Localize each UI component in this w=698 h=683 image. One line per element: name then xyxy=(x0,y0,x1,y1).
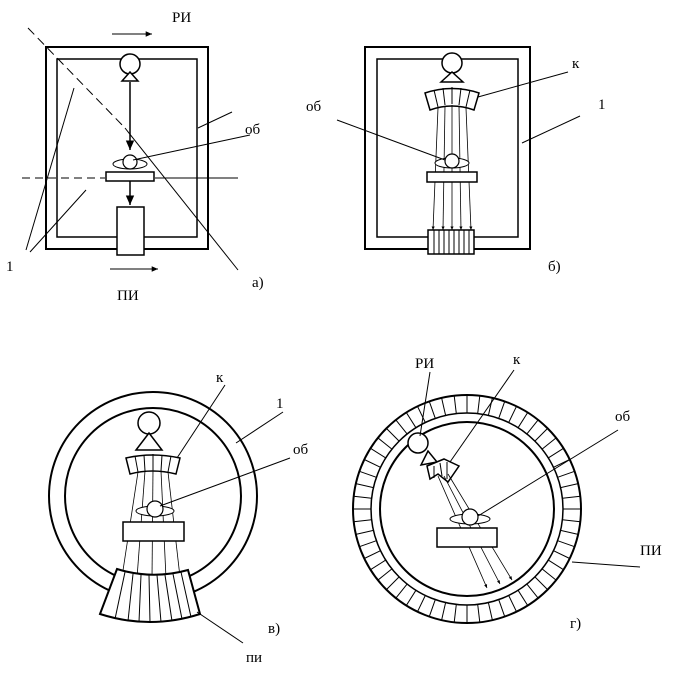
detector-segment xyxy=(364,459,381,468)
detector-segment xyxy=(557,470,575,478)
detector-segment xyxy=(395,419,408,435)
label-1: 1 xyxy=(6,259,14,275)
label-pi: ПИ xyxy=(117,288,139,304)
detector-segment xyxy=(441,397,447,416)
detector-segment xyxy=(557,540,575,548)
detector-segment xyxy=(377,568,393,581)
label-ob: об xyxy=(306,99,322,115)
detector-segment xyxy=(386,428,400,442)
detector-segment xyxy=(428,401,436,419)
detector-arc xyxy=(98,567,202,624)
object xyxy=(122,500,185,542)
object xyxy=(426,153,478,183)
x-ray-source xyxy=(119,53,141,82)
label-k: к xyxy=(572,56,580,72)
detector-segment xyxy=(548,447,564,459)
label-rp: РИ xyxy=(172,10,191,26)
label-rp: РИ xyxy=(415,356,434,372)
x-ray-source xyxy=(439,52,465,83)
x-ray-source xyxy=(407,432,439,467)
detector-segment xyxy=(386,576,400,590)
panel-b: к об 1 б) xyxy=(306,46,606,275)
label-k: к xyxy=(513,352,521,368)
detector xyxy=(116,206,145,256)
label-pi: ПИ xyxy=(640,543,662,559)
detector-segment xyxy=(487,397,493,416)
detector-segment xyxy=(562,495,581,499)
caption-a: а) xyxy=(252,275,264,291)
detector-segment xyxy=(417,406,426,423)
detector-segment xyxy=(355,483,374,489)
detector-segment xyxy=(526,419,539,435)
detector-segment xyxy=(548,559,564,571)
object xyxy=(105,154,155,182)
detector-segment xyxy=(487,602,493,621)
detector-segment xyxy=(428,599,436,617)
detector-segment xyxy=(370,559,386,571)
label-1: 1 xyxy=(598,97,606,113)
caption-b: б) xyxy=(548,259,561,275)
panel-g: РИ к об ПИ г) xyxy=(352,352,662,632)
detector-segment xyxy=(508,595,517,612)
detector-segment xyxy=(477,395,481,414)
detector-segment xyxy=(541,437,557,450)
detector-segment xyxy=(441,602,447,621)
detector-segment xyxy=(370,447,386,459)
collimator xyxy=(424,87,480,111)
collimator xyxy=(125,454,181,475)
detector-segment xyxy=(541,568,557,581)
detector-segment xyxy=(534,576,548,590)
detector-segment xyxy=(353,519,372,523)
detector-segment xyxy=(560,483,579,489)
collimator xyxy=(426,458,461,484)
detector-segment xyxy=(498,401,506,419)
detector-segment xyxy=(517,412,529,428)
detector-segment xyxy=(377,437,393,450)
detector-segment xyxy=(498,599,506,617)
label-ob: об xyxy=(245,122,261,138)
detector-segment xyxy=(355,529,374,535)
detector-segment xyxy=(517,590,529,606)
label-k: к xyxy=(216,370,224,386)
detector-segment xyxy=(562,519,581,523)
label-ob: об xyxy=(615,409,631,425)
detector-array xyxy=(427,229,475,255)
detector-segment xyxy=(353,495,372,499)
caption-v: в) xyxy=(268,621,280,637)
caption-g: г) xyxy=(570,616,581,632)
detector-segment xyxy=(405,590,417,606)
detector-segment xyxy=(477,604,481,623)
label-ob: об xyxy=(293,442,309,458)
detector-segment xyxy=(553,550,570,559)
detector-ring xyxy=(352,394,582,624)
label-1: 1 xyxy=(276,396,284,412)
detector-segment xyxy=(453,604,457,623)
detector-segment xyxy=(508,406,517,423)
detector-segment xyxy=(359,540,377,548)
detector-segment xyxy=(417,595,426,612)
panel-v: к 1 об в) пи xyxy=(48,370,309,666)
detector-segment xyxy=(405,412,417,428)
detector-segment xyxy=(395,583,408,599)
detector-segment xyxy=(364,550,381,559)
detector-segment xyxy=(453,395,457,414)
object xyxy=(436,508,498,548)
detector-segment xyxy=(534,428,548,442)
label-pi: пи xyxy=(246,650,262,666)
scan-plane-line xyxy=(27,27,126,129)
panel-a: РИ об 1 ПИ а) xyxy=(6,10,264,304)
detector-segment xyxy=(359,470,377,478)
detector-segment xyxy=(526,583,539,599)
x-ray-source xyxy=(134,411,164,451)
detector-segment xyxy=(560,529,579,535)
